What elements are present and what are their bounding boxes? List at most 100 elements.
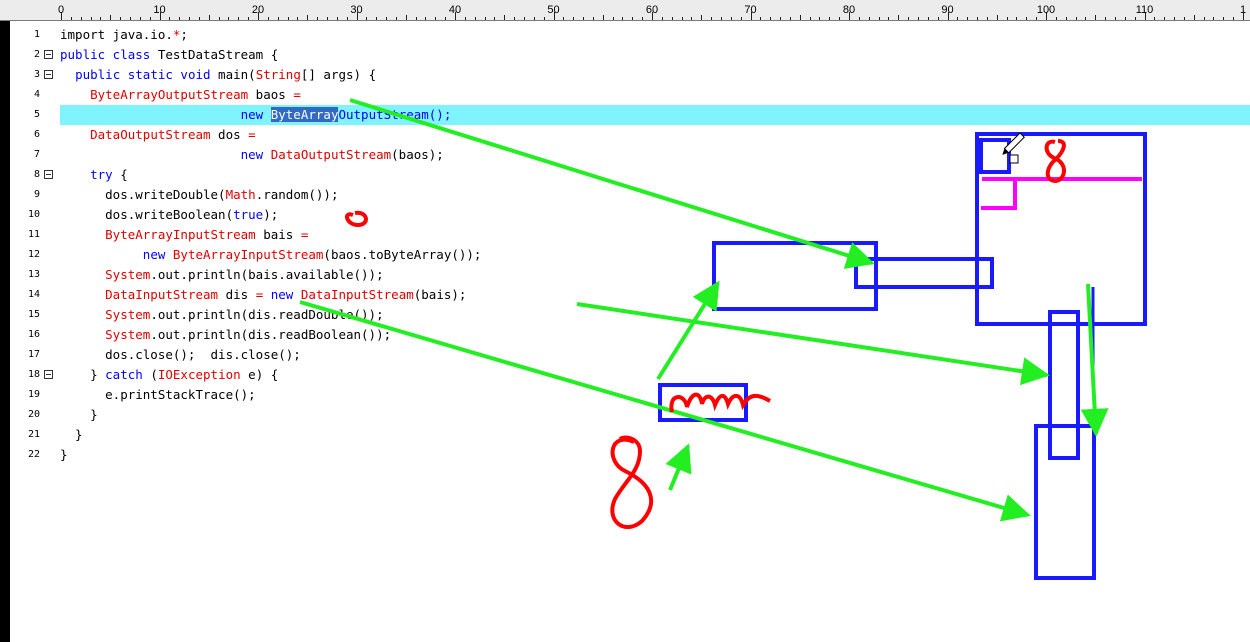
ruler-tick (514, 17, 516, 20)
ruler-tick (395, 17, 397, 20)
ruler-label: 90 (941, 4, 954, 16)
ruler-tick (1233, 17, 1235, 20)
ruler-label: 40 (448, 4, 462, 16)
ruler-tick (120, 17, 122, 20)
ruler-tick (957, 17, 959, 20)
fold-toggle-icon[interactable] (44, 70, 53, 79)
ruler-tick (1105, 17, 1107, 20)
code-line[interactable]: import java.io.*; (60, 25, 188, 45)
code-line[interactable]: dos.writeDouble(Math.random()); (60, 185, 338, 205)
ruler-tick (563, 17, 565, 20)
line-number: 15 (27, 309, 40, 320)
line-number: 21 (27, 429, 40, 440)
code-line[interactable]: System.out.println(dis.readBoolean()); (60, 325, 391, 345)
code-token: = (300, 227, 309, 242)
code-token: = (255, 287, 264, 302)
fold-toggle-icon[interactable] (44, 50, 53, 59)
line-number: 17 (27, 349, 40, 360)
arrow-dis (576, 302, 1050, 386)
code-line[interactable]: } (60, 445, 68, 465)
code-line[interactable]: System.out.println(bais.available()); (60, 265, 383, 285)
code-line[interactable]: new ByteArrayInputStream(baos.toByteArra… (60, 245, 482, 265)
ruler-tick (937, 17, 939, 20)
code-token: System (105, 307, 151, 322)
code-token: new (263, 287, 301, 302)
ruler-tick (681, 17, 683, 20)
ruler-tick (533, 17, 535, 20)
fold-toggle-icon[interactable] (44, 170, 53, 179)
ruler-tick (996, 15, 998, 20)
ruler-tick (435, 17, 437, 20)
line-number: 4 (33, 89, 40, 100)
code-line[interactable]: ByteArrayOutputStream baos = (60, 85, 301, 105)
ruler-tick (258, 12, 259, 20)
code-token: baos (248, 87, 294, 102)
code-line[interactable]: e.printStackTrace(); (60, 385, 256, 405)
code-line[interactable]: dos.writeBoolean(true); (60, 205, 278, 225)
code-token: } (60, 407, 98, 422)
line-number: 14 (27, 289, 40, 300)
code-token: ; (180, 27, 188, 42)
ruler-tick (1174, 17, 1176, 20)
ruler-tick (711, 17, 713, 20)
ruler-tick (248, 17, 250, 20)
ruler-tick (908, 17, 910, 20)
ruler-tick (898, 15, 900, 20)
ruler-tick (317, 17, 319, 20)
code-line[interactable]: public class TestDataStream { (60, 45, 278, 65)
code-line[interactable]: DataOutputStream dos = (60, 125, 256, 145)
arrow-small (665, 443, 692, 491)
ruler-tick (829, 17, 831, 20)
ruler-tick (1026, 17, 1028, 20)
code-token: IOException (157, 367, 241, 382)
code-token: = (293, 87, 301, 102)
ruler-label: 60 (645, 4, 659, 16)
ruler-tick (189, 17, 191, 20)
code-token: e) { (240, 367, 279, 382)
code-line[interactable]: DataInputStream dis = new DataInputStrea… (60, 285, 466, 305)
memory-box-dis (1034, 424, 1096, 580)
ruler-label: 80 (842, 4, 856, 16)
ruler-tick (947, 12, 949, 20)
code-line[interactable]: } (60, 405, 98, 425)
code-line[interactable]: public static void main(String[] args) { (60, 65, 376, 85)
ruler-tick (1203, 17, 1205, 20)
arrow-down (1080, 283, 1109, 437)
code-line[interactable]: ByteArrayInputStream bais = (60, 225, 308, 245)
code-line[interactable]: } catch (IOException e) { (60, 365, 278, 385)
code-token: new (240, 147, 271, 162)
ruler-tick (1114, 17, 1116, 20)
ruler-tick (80, 17, 82, 20)
ruler-tick (592, 17, 594, 20)
code-line[interactable]: new DataOutputStream(baos); (60, 145, 444, 165)
code-line[interactable]: try { (60, 165, 128, 185)
ruler-tick (701, 15, 703, 20)
line-number: 16 (27, 329, 40, 340)
memory-box-heap (975, 132, 1147, 326)
code-line[interactable]: } (60, 425, 83, 445)
ruler-tick (1046, 12, 1047, 20)
ruler-tick (494, 17, 496, 20)
ruler-tick (888, 17, 890, 20)
code-token: dos (210, 127, 249, 142)
code-token: ); (263, 207, 279, 222)
ruler-tick (1055, 17, 1057, 20)
code-token: public static void (75, 67, 211, 82)
ruler-tick (1065, 17, 1067, 20)
code-token: new (142, 247, 173, 262)
code-token: ByteArrayInputStream (172, 247, 324, 262)
fold-toggle-icon[interactable] (44, 370, 53, 379)
code-token: dos.writeDouble( (60, 187, 226, 202)
line-number: 9 (33, 189, 40, 200)
ruler-tick (927, 17, 929, 20)
ruler-tick (750, 12, 752, 20)
ruler-tick (445, 17, 447, 20)
ruler-tick (573, 17, 575, 20)
code-token: (baos.toByteArray()); (323, 247, 482, 262)
ruler-tick (917, 17, 919, 20)
ruler-tick (1154, 17, 1156, 20)
ruler-tick (228, 17, 230, 20)
code-line[interactable]: dos.close(); dis.close(); (60, 345, 301, 365)
